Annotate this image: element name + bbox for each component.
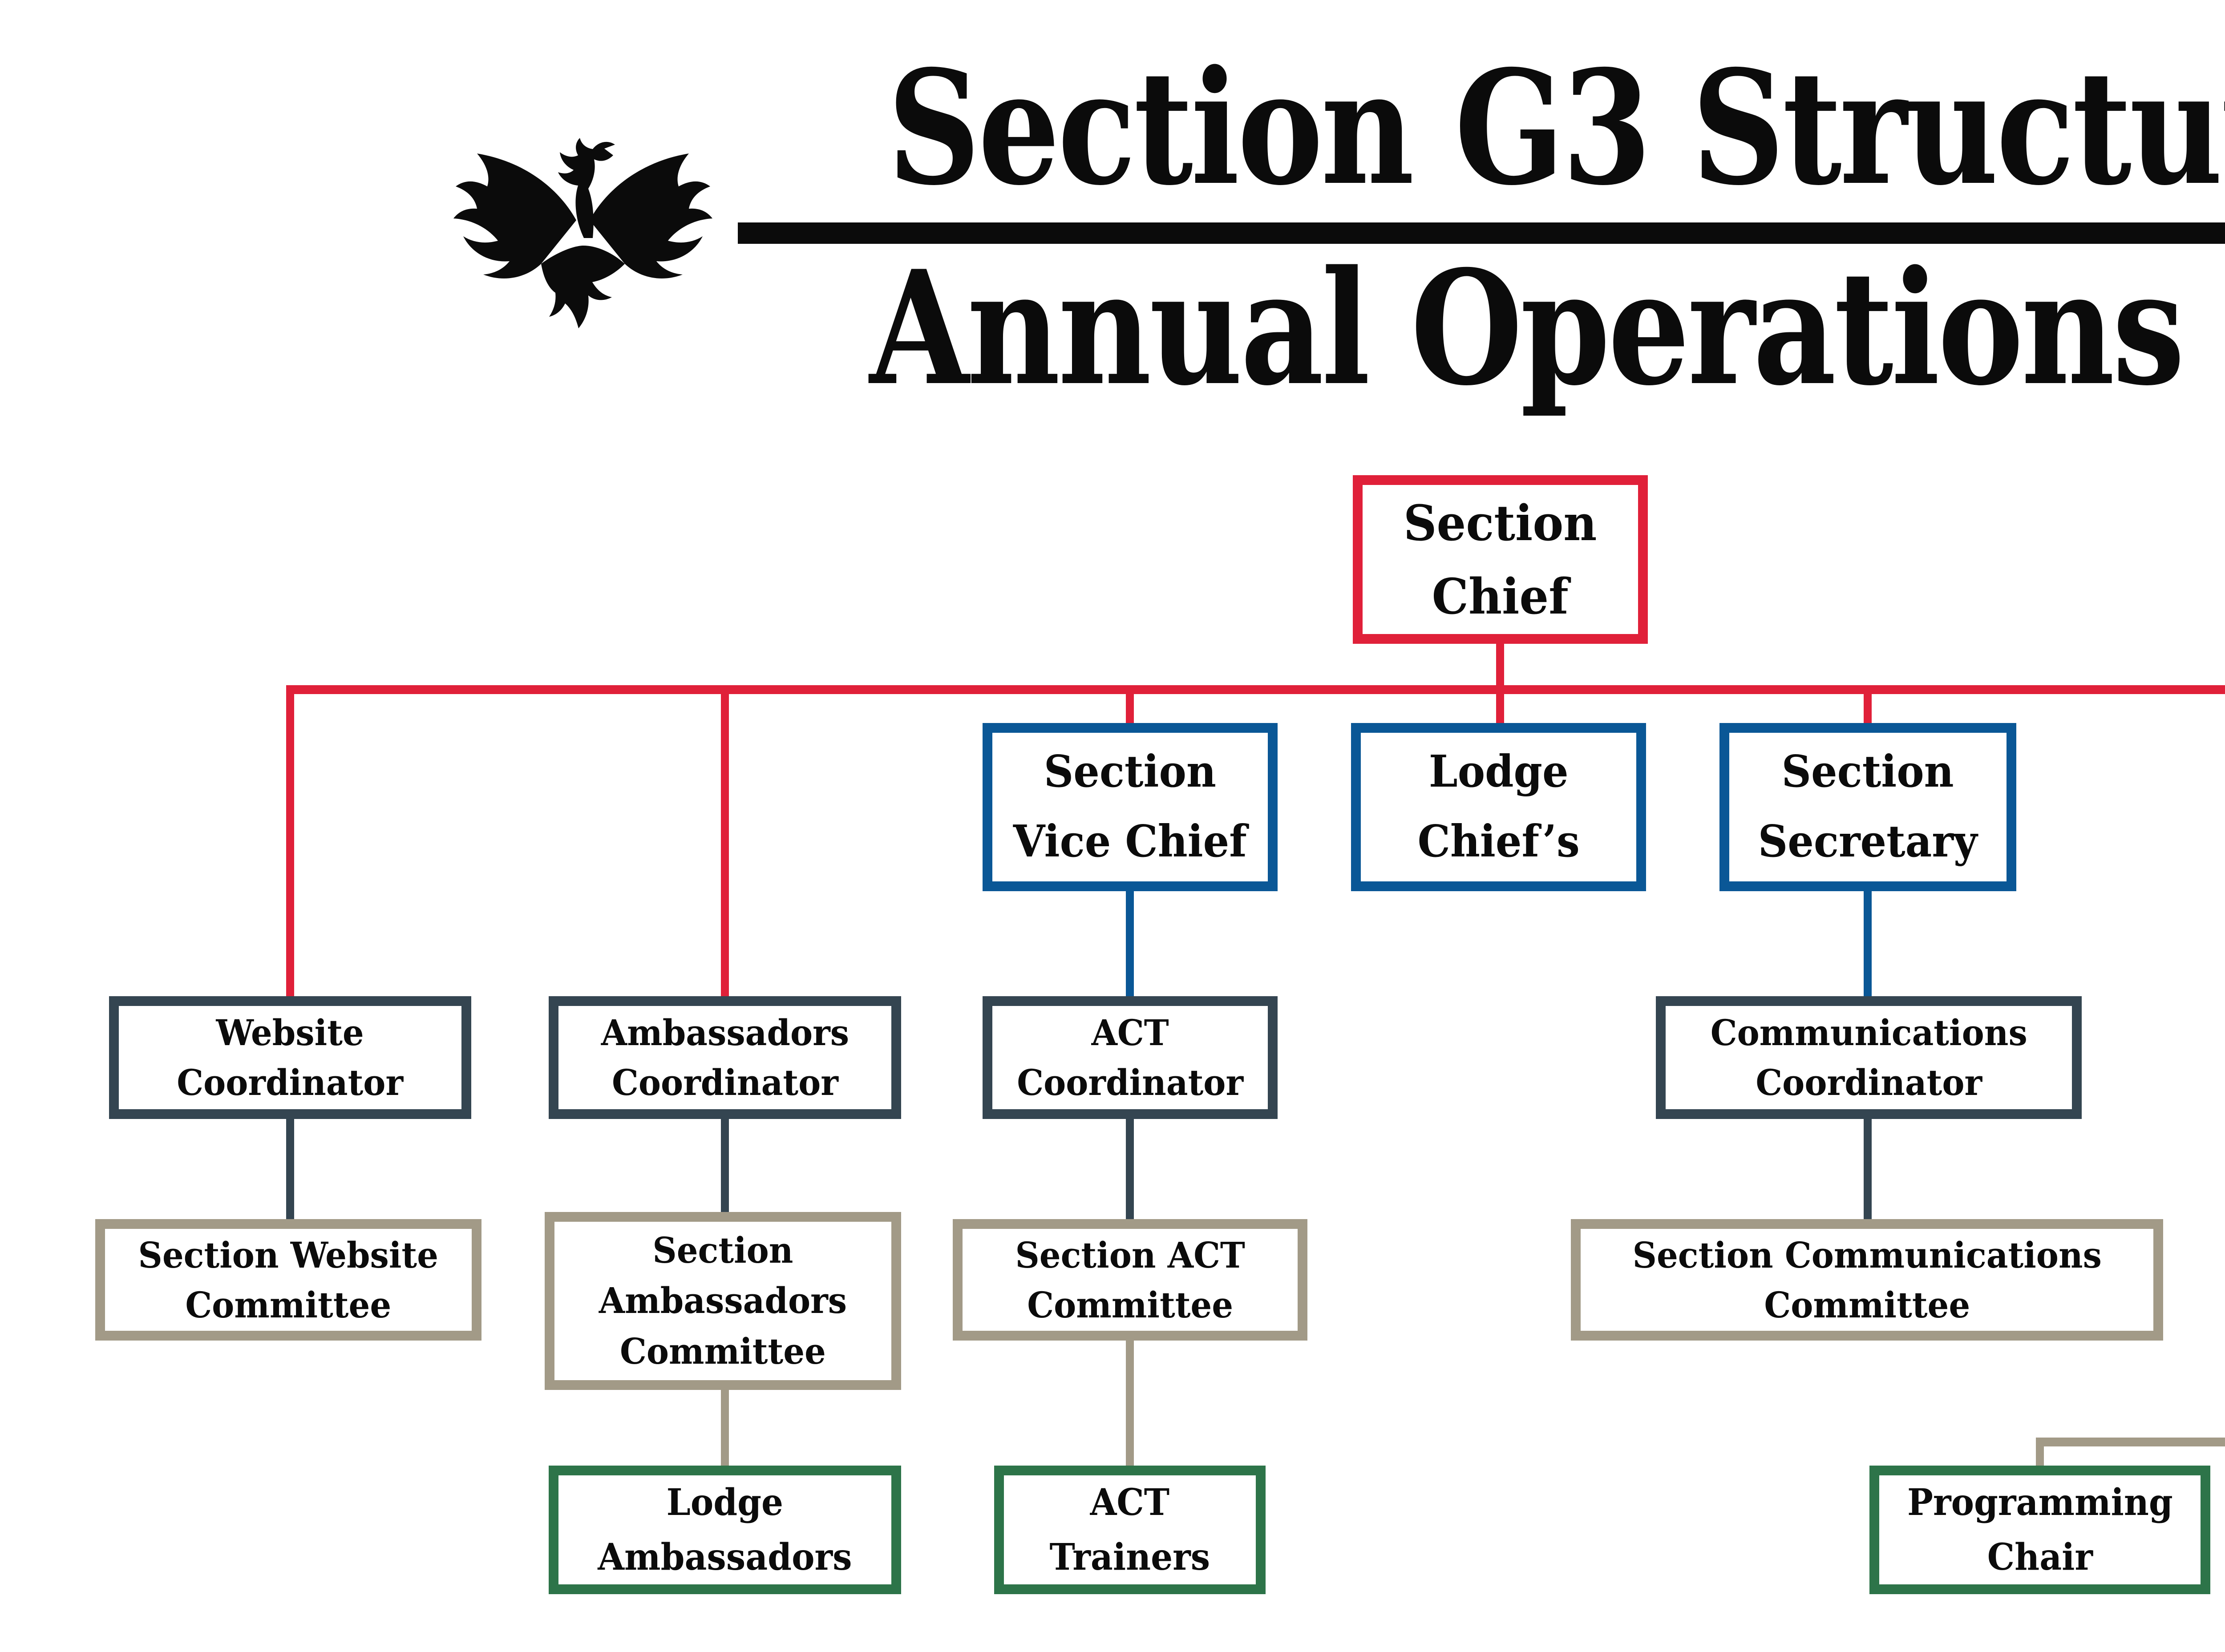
node-section-website-committee: Section Website Committee	[95, 1219, 481, 1341]
title-divider	[738, 222, 2225, 244]
page-title-line1: Section G3 Structure	[887, 36, 2225, 220]
node-website-coordinator-label: Website Coordinator	[177, 1012, 404, 1103]
connector-rail-lodge-chiefs	[1496, 694, 1504, 725]
node-act-trainers: ACT Trainers	[994, 1466, 1266, 1594]
page-title-line2: Annual Operations	[869, 236, 2185, 420]
node-section-website-committee-label: Section Website Committee	[138, 1234, 439, 1326]
node-communications-coordinator: Communications Coordinator	[1656, 996, 2082, 1119]
connector-website-committee	[286, 1119, 294, 1219]
connector-rail-website	[286, 694, 294, 996]
node-section-communications-committee-label: Section Communications Committee	[1632, 1234, 2102, 1326]
connector-rail-secretary	[1864, 694, 1872, 725]
node-section-vice-chief: Section Vice Chief	[983, 723, 1278, 891]
connector-comms-committee	[1864, 1119, 1872, 1219]
node-section-chief-label: Section Chief	[1404, 494, 1597, 625]
node-section-vice-chief-label: Section Vice Chief	[1013, 746, 1247, 867]
node-website-coordinator: Website Coordinator	[109, 996, 471, 1119]
node-section-secretary-label: Section Secretary	[1758, 746, 1978, 867]
node-act-coordinator-label: ACT Coordinator	[1017, 1012, 1243, 1103]
node-lodge-chiefs-label: Lodge Chief’s	[1417, 746, 1580, 867]
node-lodge-ambassadors-label: Lodge Ambassadors	[598, 1481, 852, 1579]
connector-rail-vice-chief	[1126, 694, 1134, 725]
connector-chief-stub	[1496, 644, 1504, 687]
connector-rail-ambassadors	[721, 694, 729, 996]
node-section-secretary: Section Secretary	[1719, 723, 2016, 891]
node-act-coordinator: ACT Coordinator	[983, 996, 1278, 1119]
node-act-trainers-label: ACT Trainers	[1049, 1481, 1210, 1579]
node-section-act-committee-label: Section ACT Committee	[1015, 1234, 1245, 1326]
node-programming-chair: Programming Chair	[1869, 1466, 2210, 1594]
node-section-chief: Section Chief	[1353, 475, 1648, 644]
connector-ambassadors-committee	[721, 1119, 729, 1212]
connector-dei-chairs-rail	[2036, 1438, 2225, 1446]
connector-act-committee	[1126, 1119, 1134, 1219]
connector-secretary-comms	[1864, 891, 1872, 996]
connector-actcomm-trainers	[1126, 1341, 1134, 1466]
node-section-ambassadors-committee-label: Section Ambassadors Committee	[599, 1229, 847, 1372]
node-lodge-chiefs: Lodge Chief’s	[1351, 723, 1646, 891]
connector-rail-programming	[2036, 1446, 2044, 1466]
node-section-ambassadors-committee: Section Ambassadors Committee	[545, 1212, 901, 1390]
connector-vice-act	[1126, 891, 1134, 996]
node-programming-chair-label: Programming Chair	[1907, 1481, 2173, 1579]
node-communications-coordinator-label: Communications Coordinator	[1710, 1012, 2027, 1103]
connector-chief-rail	[286, 685, 2225, 694]
node-ambassadors-coordinator: Ambassadors Coordinator	[549, 996, 901, 1119]
connector-ambcomm-lodgeamb	[721, 1390, 729, 1466]
node-section-communications-committee: Section Communications Committee	[1571, 1219, 2163, 1341]
node-section-act-committee: Section ACT Committee	[953, 1219, 1307, 1341]
node-ambassadors-coordinator-label: Ambassadors Coordinator	[601, 1012, 849, 1103]
node-lodge-ambassadors: Lodge Ambassadors	[549, 1466, 901, 1594]
